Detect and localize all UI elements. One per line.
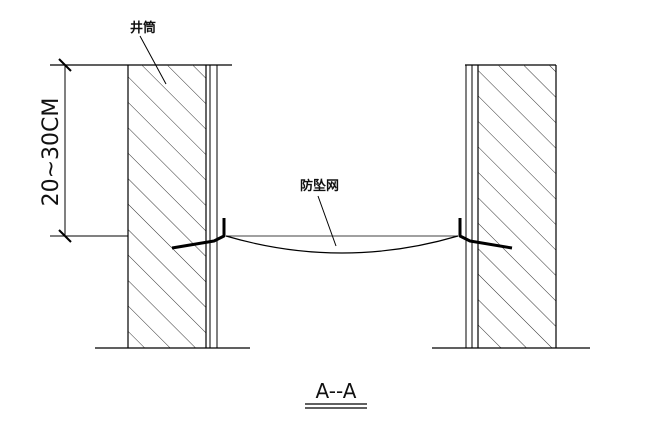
net-leader-line — [317, 195, 337, 247]
right-net-bracket — [458, 218, 513, 250]
shaft-leader-line — [139, 35, 167, 85]
left-wall-hatch — [128, 65, 206, 348]
safety-net-curve — [225, 235, 459, 254]
left-net-bracket — [171, 218, 226, 250]
section-label: A--A — [316, 379, 357, 403]
dimension-tick-bottom — [58, 229, 72, 243]
dimension-tick-top — [58, 58, 72, 72]
net-label: 防坠网 — [300, 178, 339, 194]
dimension-label: 20~30CM — [39, 98, 64, 207]
shaft-label: 井筒 — [130, 20, 156, 36]
right-wall-hatch — [478, 65, 556, 348]
